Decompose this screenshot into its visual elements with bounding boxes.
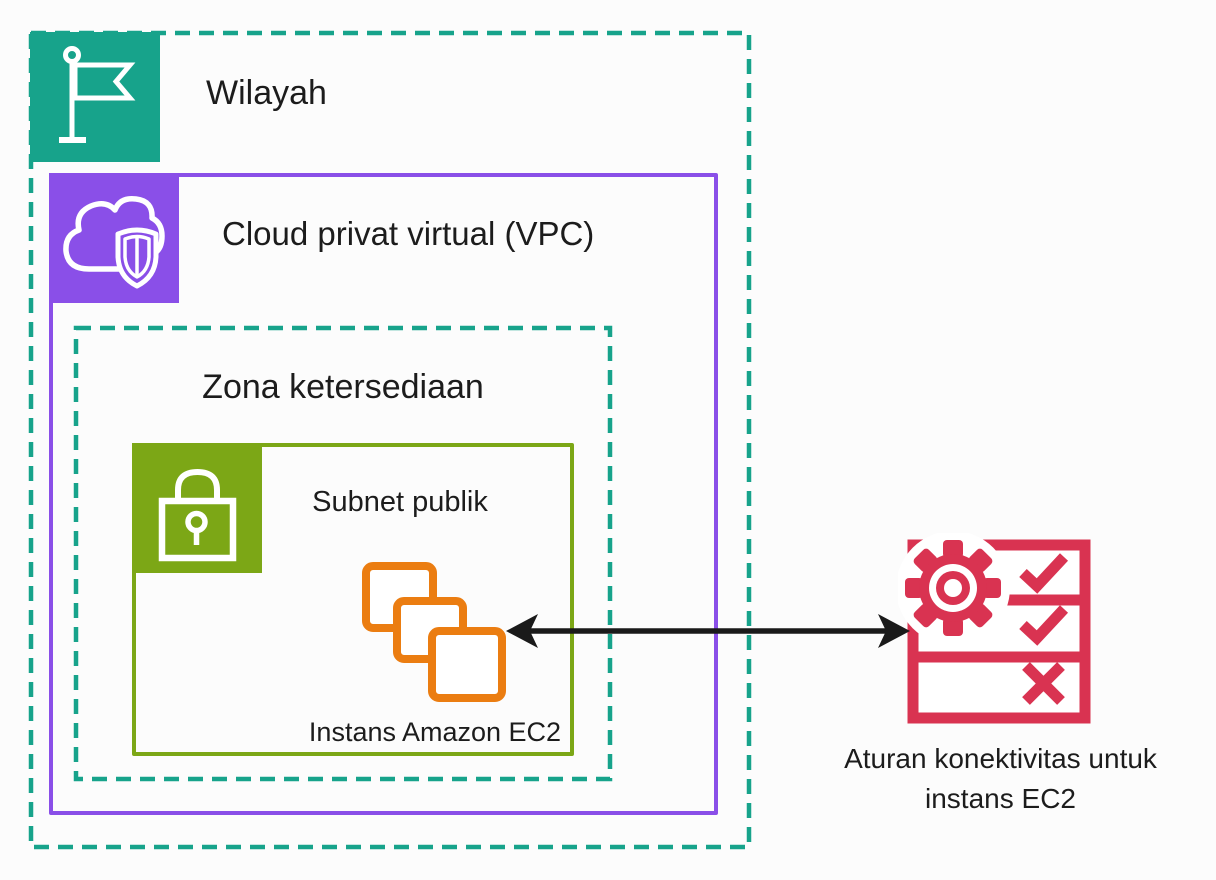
vpc-box (49, 173, 718, 815)
gear-checklist-icon (898, 533, 1091, 724)
security-rules-label: Aturan konektivitas untuk instans EC2 (808, 739, 1193, 819)
ec2-instances-label: Instans Amazon EC2 (308, 717, 562, 747)
subnet-box (132, 443, 574, 756)
region-label: Wilayah (206, 74, 327, 112)
cross-icon (1022, 662, 1065, 705)
instance-square (428, 627, 506, 702)
lock-icon (132, 443, 262, 573)
availability-zone-box (73, 325, 613, 782)
cloud-shield-icon (49, 173, 179, 303)
double-arrow (506, 614, 910, 648)
gear-icon (898, 533, 1010, 645)
check-icon (1019, 605, 1069, 646)
vpc-label: Cloud privat virtual (VPC) (222, 215, 595, 252)
subnet-label: Subnet publik (312, 486, 488, 518)
security-rules-label-line2: instans EC2 (925, 783, 1076, 814)
check-icon (1019, 553, 1069, 594)
availability-zone-label: Zona ketersediaan (202, 368, 484, 406)
flag-icon (30, 32, 160, 162)
security-rules-label-line1: Aturan konektivitas untuk (844, 743, 1157, 774)
